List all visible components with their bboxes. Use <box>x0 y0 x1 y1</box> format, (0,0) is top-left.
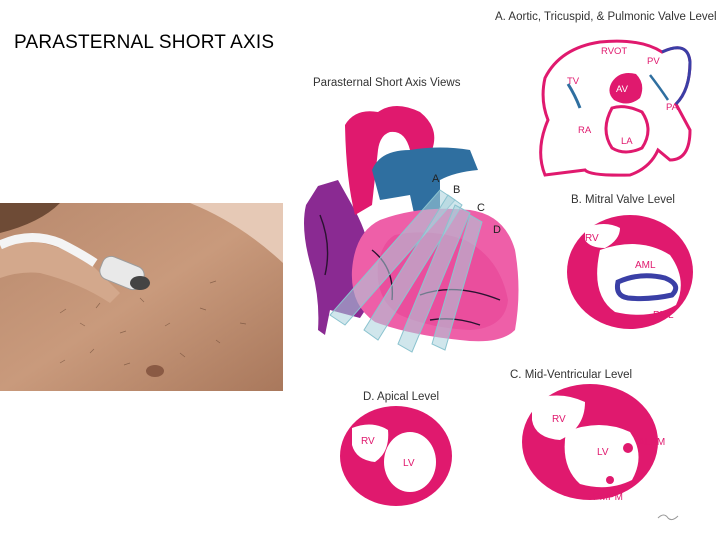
plane-c-label: C <box>477 202 485 214</box>
ra-label: RA <box>578 125 592 136</box>
mitral-rv-label: RV <box>585 233 599 244</box>
panel-c-title: C. Mid-Ventricular Level <box>510 369 632 381</box>
apical-rv-label: RV <box>361 436 375 447</box>
tv-label: TV <box>567 76 580 87</box>
pa-label: PA <box>666 102 679 113</box>
panel-c-midventricular-diagram: RV LV ALPM PMPM <box>522 384 665 503</box>
av-label: AV <box>616 84 629 95</box>
signature-mark <box>657 514 679 521</box>
pmpm-label: PMPM <box>593 492 623 503</box>
slide-title: PARASTERNAL SHORT AXIS <box>14 32 275 53</box>
midvent-lv-label: LV <box>597 447 609 458</box>
midvent-rv-label: RV <box>552 414 566 425</box>
pml-label: PML <box>653 310 674 321</box>
plane-a-label: A <box>432 173 440 185</box>
la-label: LA <box>621 136 633 147</box>
plane-d-label: D <box>493 224 501 236</box>
panel-b-title: B. Mitral Valve Level <box>571 194 675 206</box>
panel-a-valve-level-diagram: RVOT PV TV AV PA RA LA <box>539 39 692 177</box>
aml-label: AML <box>635 260 656 271</box>
alpm-label: ALPM <box>638 437 665 448</box>
plane-b-label: B <box>453 184 460 196</box>
panel-d-apical-diagram: RV LV <box>340 406 452 506</box>
panel-a-title: A. Aortic, Tricuspid, & Pulmonic Valve L… <box>495 11 717 23</box>
panel-d-title: D. Apical Level <box>363 391 439 403</box>
heart-illustration: A B C D <box>304 106 519 353</box>
apical-lv-label: LV <box>403 458 415 469</box>
probe-on-chest-photo <box>0 203 283 391</box>
panel-b-mitral-diagram: RV AML PML <box>567 215 693 329</box>
rvot-label: RVOT <box>601 46 627 57</box>
pv-label: PV <box>647 56 660 67</box>
main-view-title: Parasternal Short Axis Views <box>313 77 461 89</box>
